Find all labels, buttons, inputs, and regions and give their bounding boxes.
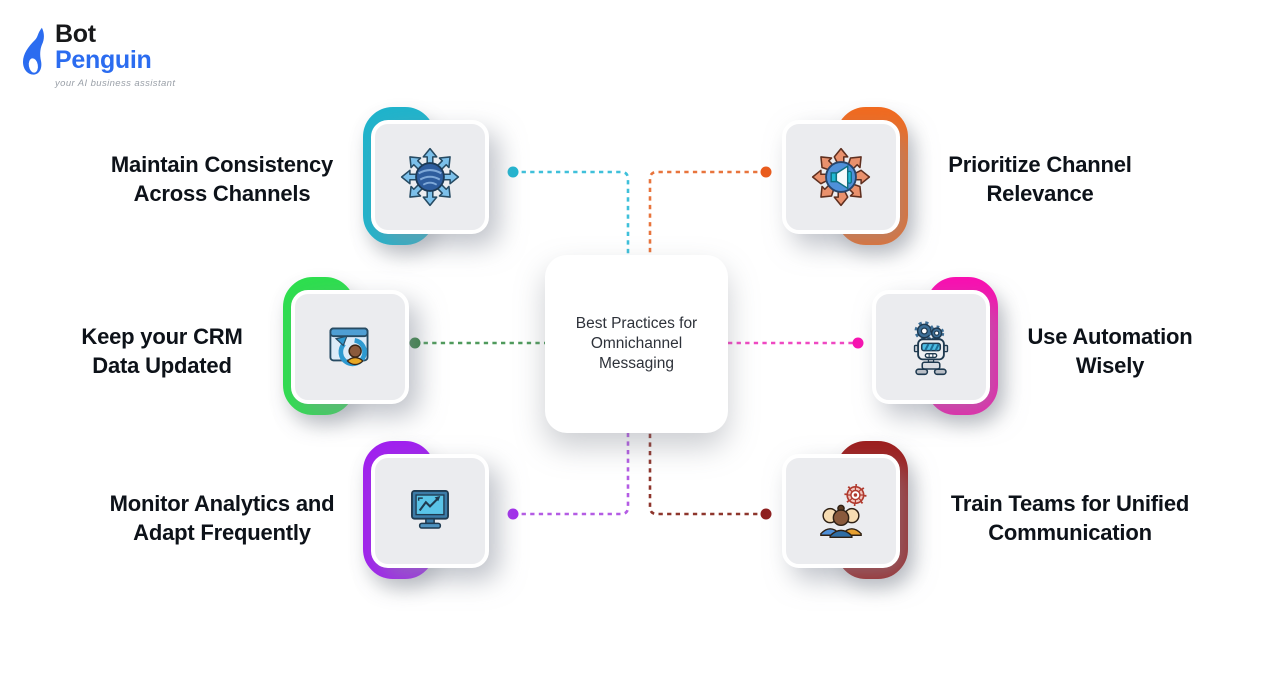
- brand-name-penguin: Penguin: [55, 45, 152, 74]
- item-crm-updated: [283, 277, 415, 415]
- label-maintain-consistency: Maintain Consistency Across Channels: [110, 152, 334, 207]
- penguin-icon: [23, 27, 44, 75]
- item-monitor-analytics: [363, 441, 495, 579]
- item-automation-wisely: [866, 277, 998, 415]
- connector-bottom-right: [648, 433, 766, 516]
- icon-card-channel-relevance: [782, 120, 900, 234]
- connector-top-right: [648, 170, 766, 255]
- icon-card-maintain-consistency: [371, 120, 489, 234]
- label-crm-updated: Keep your CRM Data Updated: [81, 324, 243, 379]
- omnichannel-spread-icon: [400, 147, 460, 207]
- icon-card-automation-wisely: [872, 290, 990, 404]
- label-automation-wisely: Use Automation Wisely: [1027, 324, 1193, 379]
- analytics-monitor-icon: [411, 489, 449, 529]
- center-title: Best Practices for Omnichannel Messaging: [575, 314, 698, 373]
- automation-robot-icon: [913, 321, 949, 376]
- connector-top-left: [513, 170, 630, 255]
- label-train-teams: Train Teams for Unified Communication: [950, 491, 1190, 546]
- channel-megaphone-icon: [811, 147, 871, 207]
- item-channel-relevance: [776, 107, 908, 245]
- brand-name-bot: Bot: [55, 20, 96, 48]
- item-train-teams: [776, 441, 908, 579]
- logo-text: Bot Penguin your AI business assistant: [55, 20, 176, 89]
- logo-tagline: your AI business assistant: [55, 78, 176, 89]
- connector-dot-top-right: [760, 166, 772, 178]
- connector-dot-bottom-right: [760, 508, 772, 520]
- icon-card-crm-updated: [291, 290, 409, 404]
- crm-refresh-icon: [329, 327, 369, 367]
- item-maintain-consistency: [363, 107, 495, 245]
- connector-bottom-left: [513, 433, 630, 516]
- team-training-icon: [820, 483, 867, 539]
- connector-dot-top-left: [507, 166, 519, 178]
- label-channel-relevance: Prioritize Channel Relevance: [948, 152, 1132, 207]
- icon-card-train-teams: [782, 454, 900, 568]
- center-card: Best Practices for Omnichannel Messaging: [545, 255, 728, 433]
- botpenguin-logo: Bot Penguin your AI business assistant: [14, 20, 176, 89]
- connector-dot-mid-right: [852, 337, 864, 349]
- icon-card-monitor-analytics: [371, 454, 489, 568]
- connector-dot-bottom-left: [507, 508, 519, 520]
- label-monitor-analytics: Monitor Analytics and Adapt Frequently: [109, 491, 335, 546]
